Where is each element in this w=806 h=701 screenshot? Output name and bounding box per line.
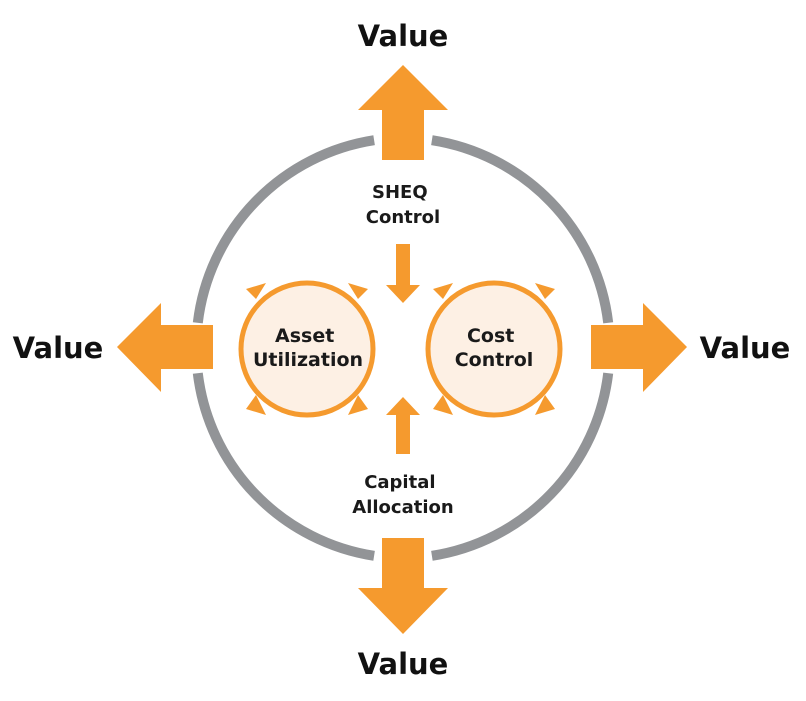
ring-arc-top-right [431, 135, 614, 324]
driver-bottom-line1: Capital [364, 472, 435, 493]
outer-cycle-ring [192, 135, 614, 561]
gear-teeth-right-icon [433, 283, 555, 415]
gear-right-line1: Cost [467, 325, 514, 347]
value-label-right: Value [700, 331, 791, 365]
arrow-left-icon [117, 303, 213, 392]
arrow-up-small-icon [386, 397, 420, 454]
arrow-down-small-icon [386, 244, 420, 303]
arrow-up-icon [358, 65, 448, 160]
svg-text:Asset Utilization: Asset Utilization [253, 325, 363, 371]
driver-top-line1: SHEQ [372, 182, 428, 203]
value-label-top: Value [358, 19, 449, 53]
driver-label-top: SHEQ Control [366, 182, 440, 228]
driver-bottom-line2: Allocation [352, 497, 453, 518]
ring-arc-top-left [192, 135, 375, 324]
driver-label-bottom: Capital Allocation [352, 472, 453, 518]
gear-asset-utilization: Asset Utilization [238, 280, 376, 418]
gear-left-line1: Asset [275, 325, 334, 347]
svg-text:Cost Control: Cost Control [455, 325, 534, 371]
ring-arc-bottom-left [192, 372, 375, 561]
arrow-right-icon [591, 303, 687, 392]
value-label-bottom: Value [358, 647, 449, 681]
gear-teeth-left-icon [246, 283, 368, 415]
gear-cost-control: Cost Control [425, 280, 563, 418]
arrow-down-icon [358, 538, 448, 634]
value-label-left: Value [13, 331, 104, 365]
gear-right-line2: Control [455, 349, 534, 371]
gear-left-line2: Utilization [253, 349, 363, 371]
driver-top-line2: Control [366, 207, 440, 228]
ring-arc-bottom-right [431, 372, 614, 561]
